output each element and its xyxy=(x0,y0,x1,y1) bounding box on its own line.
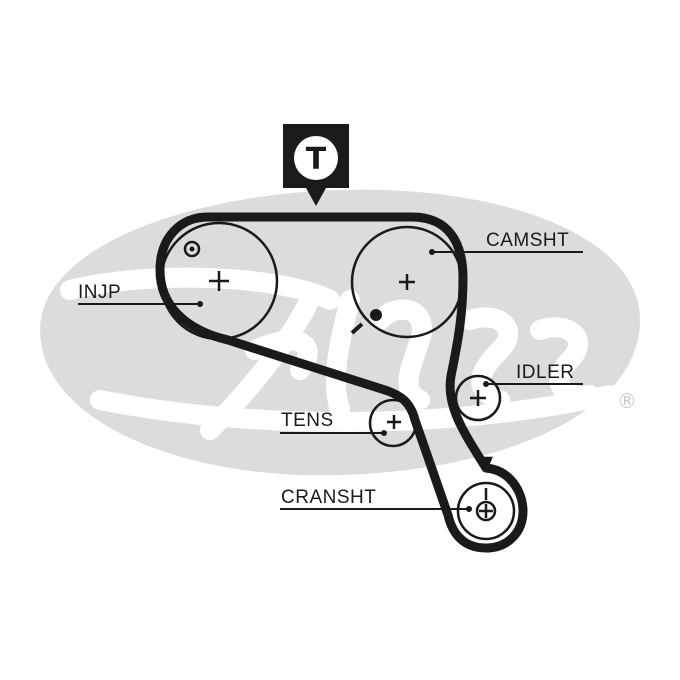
cransht-arrow xyxy=(479,456,493,474)
injp-center-cross xyxy=(209,271,229,291)
timing-mark-label: T xyxy=(306,142,327,177)
timing-mark-badge: T xyxy=(283,124,349,206)
camsht-timing-mark xyxy=(350,309,382,335)
pulley-centers xyxy=(209,271,486,429)
injp-label: INJP xyxy=(78,282,121,303)
camsht-center-cross xyxy=(399,274,415,290)
registered-mark: ® xyxy=(617,389,637,413)
timing-belt xyxy=(155,212,528,553)
idler-center-cross xyxy=(470,390,486,406)
cransht-label: CRANSHT xyxy=(281,487,376,508)
leader-dots xyxy=(197,249,489,512)
tens-center-cross xyxy=(387,415,401,429)
leader-lines xyxy=(78,251,583,510)
cransht-marker xyxy=(475,456,497,522)
tens-label: TENS xyxy=(281,410,334,431)
injp-timing-mark xyxy=(183,240,201,258)
cransht-pulley xyxy=(456,481,516,541)
camsht-label: CAMSHT xyxy=(486,230,569,251)
idler-label: IDLER xyxy=(516,362,574,383)
idler-pulley xyxy=(454,374,502,422)
